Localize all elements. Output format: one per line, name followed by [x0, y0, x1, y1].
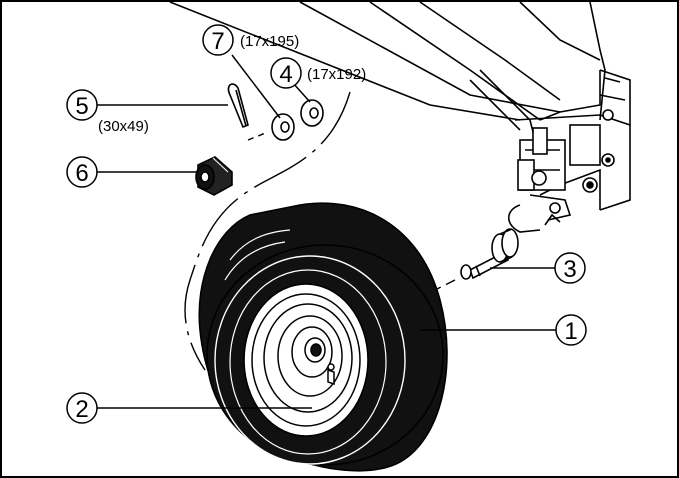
callout-4-number: 4	[279, 61, 292, 88]
axle-bolt-part	[460, 228, 519, 280]
washer-4-part	[300, 99, 324, 127]
callout-6-number: 6	[75, 160, 88, 187]
cotter-pin-part	[227, 83, 249, 129]
callout-4: 4 (17x192)	[270, 57, 366, 89]
mower-frame	[169, 1, 631, 233]
assembly-path	[184, 91, 456, 371]
callout-1-number: 1	[564, 318, 577, 345]
leader-lines	[97, 54, 557, 409]
callout-5: 5 (30x49)	[66, 89, 149, 135]
callout-4-size: (17x192)	[307, 66, 366, 83]
wheel-hub-part	[251, 293, 361, 427]
callout-3-number: 3	[563, 256, 576, 283]
callout-2-number: 2	[75, 396, 88, 423]
callout-7: 7 (17x195)	[202, 24, 299, 56]
callout-5-number: 5	[75, 93, 88, 120]
callout-6: 6	[66, 156, 98, 188]
washer-7-part	[271, 113, 295, 141]
callout-3: 3	[554, 252, 586, 284]
callout-2: 2	[66, 392, 98, 424]
callout-7-number: 7	[211, 28, 224, 55]
bushing-part	[195, 156, 233, 196]
callout-7-size: (17x195)	[240, 33, 299, 50]
callout-1: 1	[555, 314, 587, 346]
callout-5-size: (30x49)	[98, 118, 149, 135]
